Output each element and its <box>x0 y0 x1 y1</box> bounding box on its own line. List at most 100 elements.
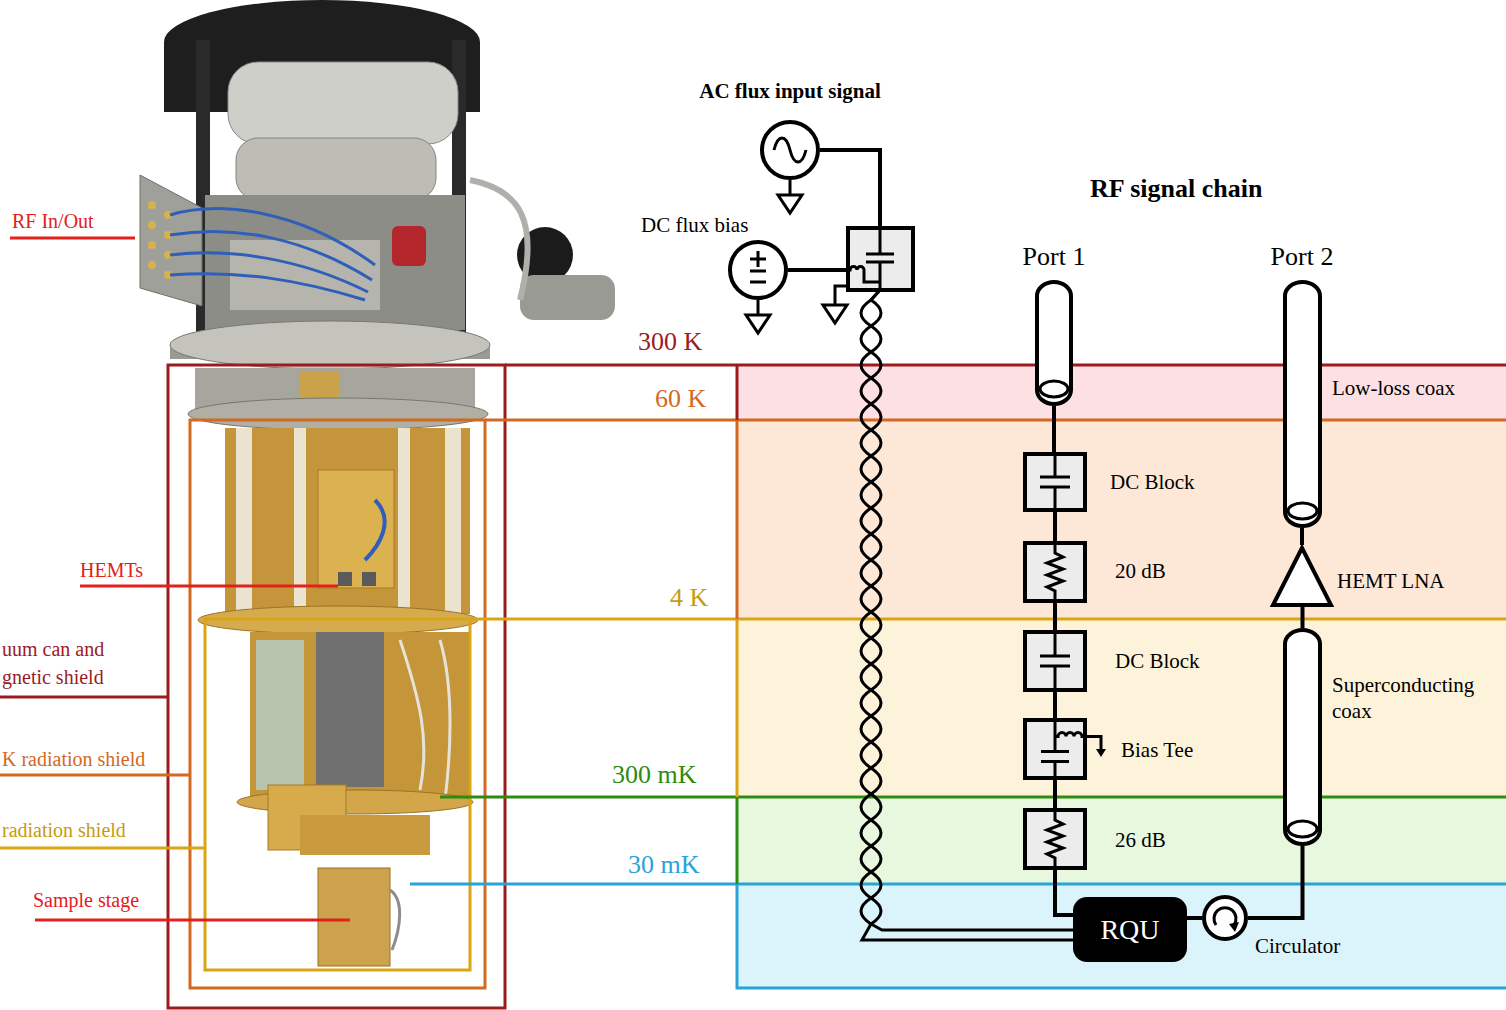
dc-source-shape <box>728 240 788 300</box>
signal-wire <box>1053 692 1057 718</box>
leader-line <box>0 847 205 850</box>
node-label: 20 dB <box>1115 558 1166 584</box>
photo-part <box>188 398 488 430</box>
coax-cylinder: Port 1 <box>1035 280 1073 406</box>
wire <box>835 286 848 305</box>
callout-label: uum can and gnetic shield <box>2 635 114 691</box>
cryostat-photo <box>140 0 615 966</box>
signal-wire <box>1248 846 1303 918</box>
temperature-label: 300 K <box>638 327 702 357</box>
photo-part <box>365 500 385 560</box>
vacuum-can-outline <box>168 365 505 1008</box>
coax-cylinder-shape <box>1283 628 1322 846</box>
dc-block-shape <box>1023 630 1087 692</box>
stage-line <box>505 364 1506 367</box>
node-label: Port 1 <box>1023 242 1086 272</box>
band-300mk <box>737 797 1506 884</box>
wire <box>789 180 792 195</box>
temperature-bands <box>737 365 1506 988</box>
node-label: Port 2 <box>1271 242 1334 272</box>
bias-tee-symbol <box>848 228 913 290</box>
band-border <box>737 884 1506 988</box>
photo-part <box>398 428 410 614</box>
photo-part <box>228 62 458 144</box>
photo-part <box>170 209 375 300</box>
ground-symbol <box>746 315 770 333</box>
temperature-label: 60 K <box>655 384 706 414</box>
band-border <box>736 619 739 797</box>
temperature-label: 4 K <box>670 583 708 613</box>
photo-part <box>470 180 528 300</box>
shield-outline <box>190 420 485 988</box>
ground-symbol <box>778 195 802 213</box>
coax-cylinder-shape <box>1283 280 1322 528</box>
photo-part <box>205 195 465 330</box>
node-label: Superconducting coax <box>1332 672 1502 724</box>
band-60k <box>737 420 1506 619</box>
node-label: AC flux input signal <box>699 78 880 104</box>
inductor-symbol <box>848 267 880 283</box>
node-label: RQU <box>1100 914 1159 946</box>
callout-label: radiation shield <box>2 816 126 844</box>
photo-part <box>140 175 202 306</box>
ac-source-shape <box>760 120 820 180</box>
signal-wire <box>1053 603 1057 630</box>
signal-wire <box>1055 870 1073 915</box>
hemt-amplifier: HEMT LNA <box>1270 545 1334 607</box>
photo-part <box>256 640 304 790</box>
photo-part <box>390 890 400 950</box>
leader-line <box>80 585 338 588</box>
temperature-label: 30 mK <box>628 850 700 880</box>
stage-line <box>485 419 1506 422</box>
leader-line <box>0 774 190 777</box>
dc-block-shape <box>1023 452 1087 512</box>
band-border <box>736 365 739 420</box>
photo-part <box>445 428 461 614</box>
coax-cylinder-shape <box>1035 280 1073 406</box>
callout-label: HEMTs <box>80 556 143 584</box>
leader-line <box>35 919 350 922</box>
photo-part <box>318 868 390 966</box>
band-border <box>736 797 739 884</box>
ac-source: AC flux input signal <box>760 120 820 180</box>
ground-symbol <box>823 305 847 323</box>
node-label: DC Block <box>1110 469 1195 495</box>
node-label: DC flux bias <box>641 212 748 238</box>
node-label: DC Block <box>1115 648 1200 674</box>
dc-block: DC Block <box>1023 452 1087 512</box>
photo-part <box>170 321 490 369</box>
band-border <box>736 420 739 619</box>
photo-part <box>236 138 436 200</box>
signal-wire <box>1052 406 1056 452</box>
dc-source: DC flux bias <box>728 240 788 300</box>
shields-and-stage-lines <box>0 238 1506 1008</box>
bias-tee: Bias Tee <box>1023 718 1087 780</box>
bias-tee-shape <box>1023 718 1087 780</box>
photo-part <box>520 275 615 320</box>
signal-wire <box>1053 780 1057 808</box>
photo-part <box>300 815 430 855</box>
stage-line <box>410 883 1506 886</box>
photo-part <box>300 372 340 402</box>
node-label: Circulator <box>1255 933 1340 959</box>
band-300k <box>737 365 1506 420</box>
wire <box>820 150 880 228</box>
callout-label: K radiation shield <box>2 745 145 773</box>
coax-cylinder: Superconducting coax <box>1283 628 1322 846</box>
hemt-amplifier-shape <box>1270 545 1334 607</box>
wire <box>757 300 760 315</box>
coax-cylinder: Port 2Low-loss coax <box>1283 280 1322 528</box>
attenuator: 20 dB <box>1023 541 1087 603</box>
rqu-device: RQU <box>1073 897 1187 962</box>
band-30mk <box>737 884 1506 988</box>
photo-part <box>400 640 450 800</box>
circulator-shape <box>1202 895 1248 941</box>
attenuator: 26 dB <box>1023 808 1087 870</box>
signal-wire <box>1301 607 1305 628</box>
photo-part <box>392 226 426 266</box>
photo-part <box>316 632 384 787</box>
signal-wire <box>1300 528 1304 545</box>
